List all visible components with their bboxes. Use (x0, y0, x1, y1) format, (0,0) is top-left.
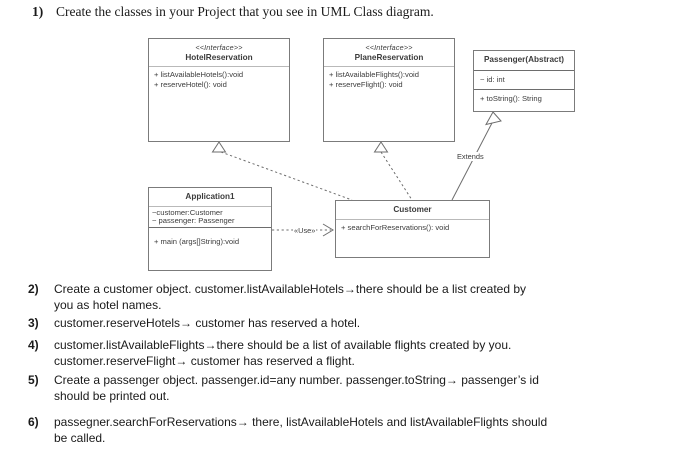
instruction-number: 5) (28, 373, 39, 387)
class-header: Application1 (149, 188, 271, 206)
instruction-line: passegner.searchForReservations→ there, … (54, 415, 548, 429)
class-name: Application1 (185, 192, 235, 201)
class-header: Customer (336, 201, 489, 219)
operation: + main (args[]String):void (154, 236, 240, 246)
attributes-compartment: ~ id: int (474, 71, 574, 90)
attribute: ~ id: int (480, 74, 505, 84)
operation: + listAvailableHotels():void (154, 70, 244, 79)
attributes-compartment: ~customer:Customer ~ passenger: Passenge… (149, 207, 271, 227)
class-stereotype: <<Interface>> (195, 43, 243, 52)
instruction-item-5: 5) Create a passenger object. passenger.… (28, 372, 678, 404)
compartment-divider (149, 205, 271, 207)
instruction-line: customer.listAvailableFlights→there shou… (54, 338, 512, 352)
instruction-text: Create the classes in your Project that … (56, 3, 434, 20)
instruction-text: Create a passenger object. passenger.id=… (54, 372, 539, 404)
uml-class-passenger: Passenger(Abstract) ~ id: int + toString… (473, 50, 575, 112)
operation: + toString(): String (480, 94, 542, 103)
compartment-divider (474, 89, 574, 90)
operations-compartment: + listAvailableHotels():void + reserveHo… (149, 67, 289, 92)
instruction-number: 1) (32, 4, 44, 19)
operation: + listAvailableFlights():void (329, 70, 419, 79)
uml-class-hotelreservation: <<Interface>> HotelReservation + listAva… (148, 38, 290, 142)
instruction-item-4: 4) customer.listAvailableFlights→there s… (28, 337, 678, 369)
instruction-number: 6) (28, 415, 39, 429)
instruction-number: 2) (28, 282, 39, 296)
edge-label-extends: Extends (456, 152, 485, 161)
instruction-item-6: 6) passegner.searchForReservations→ ther… (28, 414, 678, 446)
instruction-line: Create a passenger object. passenger.id=… (54, 373, 539, 387)
instruction-text: passegner.searchForReservations→ there, … (54, 414, 547, 446)
instruction-text: customer.listAvailableFlights→there shou… (54, 337, 511, 369)
uml-connectors (211, 111, 502, 237)
instruction-number: 4) (28, 338, 39, 352)
operations-compartment: + searchForReservations(): void (336, 220, 489, 236)
compartment-divider (474, 69, 574, 71)
instruction-item-3: 3) customer.reserveHotels→ customer has … (28, 315, 678, 331)
compartment-divider (149, 226, 271, 228)
class-header: Passenger(Abstract) (474, 51, 574, 70)
compartment-divider (149, 66, 289, 67)
instruction-line: Create the classes in your Project that … (56, 4, 434, 19)
realization-customer-hotelreservation (211, 141, 353, 201)
class-name: HotelReservation (185, 52, 253, 62)
operation: + searchForReservations(): void (341, 222, 450, 232)
attribute: ~customer:Customer (152, 207, 223, 217)
operations-compartment: + listAvailableFlights():void + reserveF… (324, 67, 454, 92)
attribute: ~ passenger: Passenger (152, 216, 235, 225)
instruction-item-1: 1) Create the classes in your Project th… (32, 3, 672, 20)
operation: + reserveFlight(): void (329, 79, 403, 89)
class-header: <<Interface>> HotelReservation (149, 39, 289, 66)
instruction-line: Create a customer object. customer.listA… (54, 282, 527, 296)
realization-customer-planereservation (373, 141, 413, 201)
uml-class-customer: Customer + searchForReservations(): void (335, 200, 490, 258)
instruction-text: Create a customer object. customer.listA… (54, 281, 526, 313)
operations-compartment: + main (args[]String):void (149, 228, 271, 250)
class-name: PlaneReservation (354, 52, 424, 62)
uml-class-diagram: <<Interface>> HotelReservation + listAva… (0, 26, 700, 278)
edge-label-use: «Use» (293, 226, 317, 235)
operations-compartment: + toString(): String (474, 90, 574, 109)
instruction-line: customer.reserveFlight→ customer has res… (54, 354, 355, 368)
instruction-line: be called. (54, 431, 106, 445)
compartment-divider (336, 218, 489, 220)
instruction-line: customer.reserveHotels→ customer has res… (54, 316, 361, 330)
instruction-item-2: 2) Create a customer object. customer.li… (28, 281, 678, 313)
class-name: Passenger(Abstract) (483, 55, 565, 64)
generalization-customer-passenger (451, 111, 502, 201)
compartment-divider (324, 66, 454, 67)
instruction-number: 3) (28, 316, 39, 330)
uml-class-application1: Application1 ~customer:Customer ~ passen… (148, 187, 272, 271)
operation: + reserveHotel(): void (154, 79, 227, 89)
instruction-line: you as hotel names. (54, 298, 162, 312)
instruction-line: should be printed out. (54, 389, 170, 403)
class-name: Customer (393, 205, 432, 214)
instruction-text: customer.reserveHotels→ customer has res… (54, 315, 360, 331)
uml-class-planereservation: <<Interface>> PlaneReservation + listAva… (323, 38, 455, 142)
class-stereotype: <<Interface>> (365, 43, 413, 52)
class-header: <<Interface>> PlaneReservation (324, 39, 454, 66)
